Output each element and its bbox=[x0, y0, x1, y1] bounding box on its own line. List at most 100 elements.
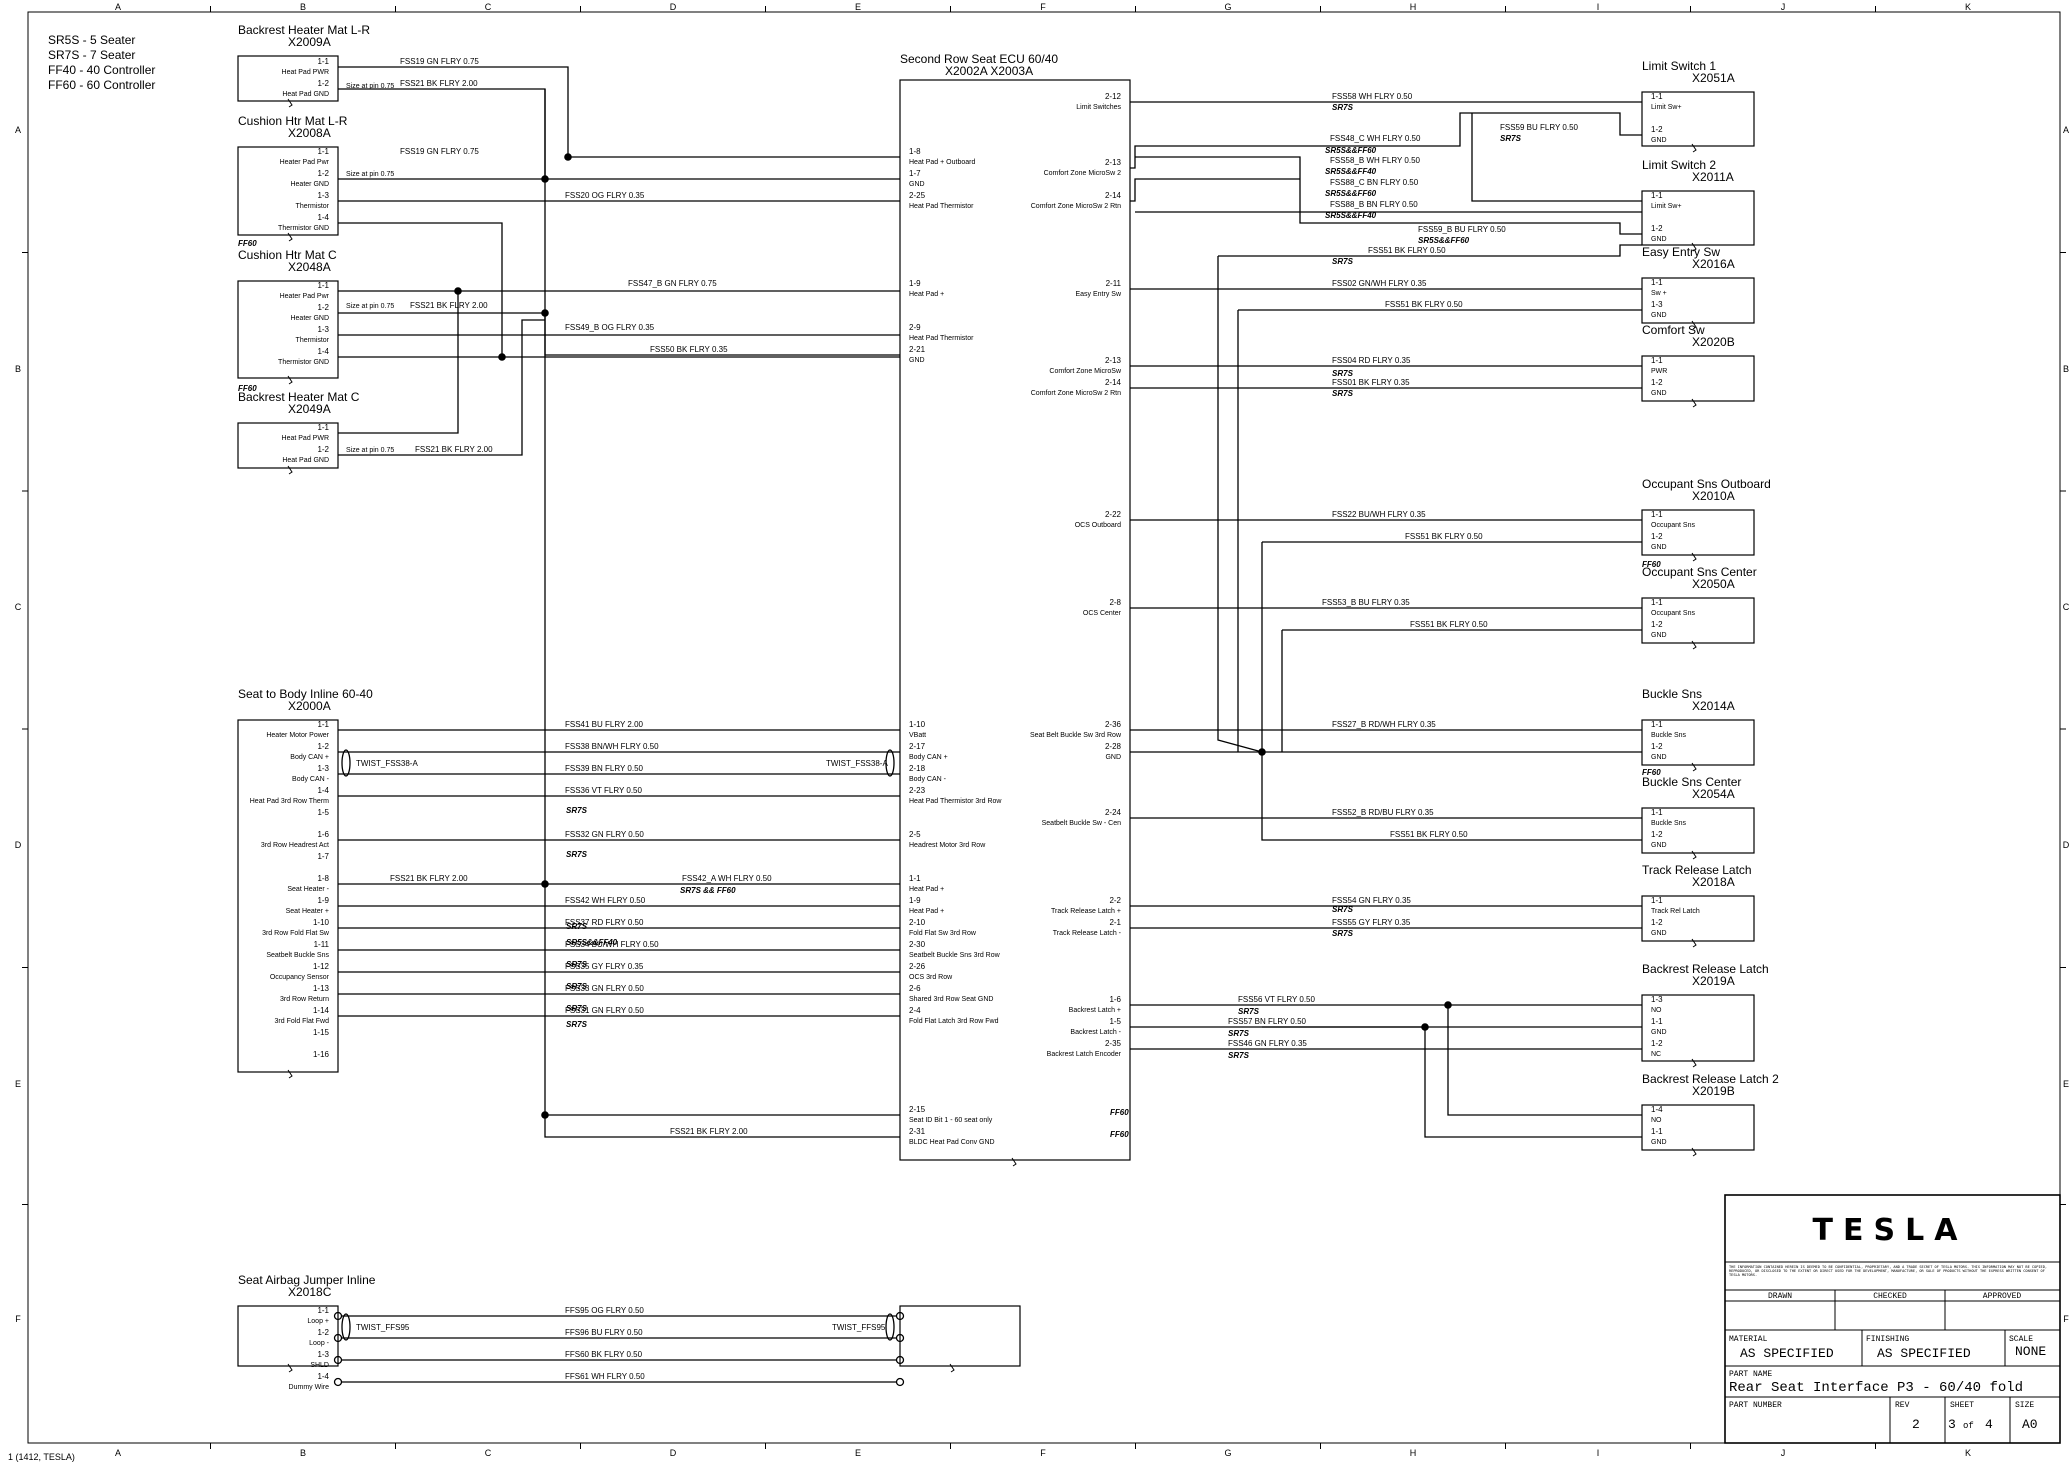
pin-label: NO bbox=[1651, 1117, 1662, 1124]
connector-title: Cushion Htr Mat C bbox=[238, 248, 337, 262]
variant-note: SR7S bbox=[1332, 257, 1354, 266]
ecu-pin-label: Heat Pad + bbox=[909, 291, 944, 298]
ecu-pin-label: OCS Outboard bbox=[1075, 522, 1121, 529]
grid-col-label: G bbox=[1224, 2, 1231, 12]
ecu-pin-number: 1-7 bbox=[909, 169, 921, 178]
pin-number: 1-1 bbox=[317, 281, 329, 290]
pin-number: 1-2 bbox=[317, 445, 329, 454]
pin-number: 1-1 bbox=[1651, 1017, 1663, 1026]
ecu-pin-number: 1-1 bbox=[909, 874, 921, 883]
pin-number: 1-5 bbox=[317, 808, 329, 817]
variant-note: SR5S&&FF60 bbox=[1325, 146, 1377, 155]
pin-label: SHLD bbox=[310, 1362, 329, 1369]
grid-row-label: A bbox=[2063, 125, 2069, 135]
pin-number: 1-12 bbox=[313, 962, 330, 971]
grid-col-label: J bbox=[1781, 2, 1786, 12]
legend-line: SR5S - 5 Seater bbox=[48, 33, 135, 47]
ecu-pin-label: Headrest Motor 3rd Row bbox=[909, 842, 986, 849]
ecu-pin-number: 1-9 bbox=[909, 279, 921, 288]
wire-spec: FSS42_A WH FLRY 0.50 bbox=[682, 874, 772, 883]
twist-mark bbox=[341, 749, 351, 777]
ecu-pin-number: 2-28 bbox=[1105, 742, 1122, 751]
ecu-pin-label: GND bbox=[909, 181, 925, 188]
wire-spec: FSS02 GN/WH FLRY 0.35 bbox=[1332, 279, 1427, 288]
connector-body bbox=[1641, 277, 1755, 324]
pin-number: 1-1 bbox=[1651, 896, 1663, 905]
ecu-pin-label: Comfort Zone MicroSw 2 bbox=[1044, 170, 1122, 177]
connector-mark bbox=[1691, 143, 1697, 153]
ecu-pin-label: Fold Flat Sw 3rd Row bbox=[909, 930, 977, 937]
grid-row-label: C bbox=[2063, 602, 2070, 612]
connector-code: X2018C bbox=[288, 1285, 332, 1299]
grid-row-label: D bbox=[15, 840, 22, 850]
connector-mark bbox=[287, 375, 293, 385]
variant-note: SR7S && FF60 bbox=[680, 886, 736, 895]
connector-title: Occupant Sns Outboard bbox=[1642, 477, 1771, 491]
connector-body bbox=[1641, 597, 1755, 644]
pin-number: 1-7 bbox=[317, 852, 329, 861]
connector-mark bbox=[287, 98, 293, 108]
pin-number: 1-1 bbox=[1651, 356, 1663, 365]
connector-title: Backrest Heater Mat L-R bbox=[238, 23, 370, 37]
pin-label: Limit Sw+ bbox=[1651, 104, 1682, 111]
wire-spec: FSS21 BK FLRY 2.00 bbox=[670, 1127, 748, 1136]
wire bbox=[1218, 244, 1642, 257]
connector-mark bbox=[1691, 640, 1697, 650]
connector-body bbox=[1641, 719, 1755, 766]
connector-code: X2011A bbox=[1692, 170, 1734, 184]
ecu-pin-label: Track Release Latch + bbox=[1051, 908, 1121, 915]
wire bbox=[1130, 178, 1300, 202]
wire-spec: FSS56 VT FLRY 0.50 bbox=[1238, 995, 1315, 1004]
wire bbox=[1135, 156, 1642, 235]
footer-stamp: 1 (1412, TESLA) bbox=[8, 1452, 75, 1462]
ecu-pin-number: 2-6 bbox=[909, 984, 921, 993]
pin-number: 1-16 bbox=[313, 1050, 330, 1059]
pin-label: Heat Pad 3rd Row Therm bbox=[250, 798, 329, 805]
wire-spec: FSS19 GN FLRY 0.75 bbox=[400, 57, 479, 66]
variant-note: SR5S&&FF40 bbox=[1325, 167, 1377, 176]
splice-dot bbox=[498, 353, 506, 361]
grid-col-label: I bbox=[1597, 1448, 1600, 1458]
wire-spec: FSS51 BK FLRY 0.50 bbox=[1390, 830, 1468, 839]
finishing-label: FINISHING bbox=[1866, 1335, 1909, 1344]
ecu-pin-label: Body CAN + bbox=[909, 754, 948, 761]
ecu-pin-label: BLDC Heat Pad Conv GND bbox=[909, 1139, 995, 1146]
ecu-title: Second Row Seat ECU 60/40 bbox=[900, 52, 1058, 66]
pin-number: 1-3 bbox=[317, 191, 329, 200]
variant-note: SR7S bbox=[1332, 103, 1354, 112]
size-note: Size at pin 0.75 bbox=[346, 303, 394, 310]
ecu-pin-label: Backrest Latch Encoder bbox=[1047, 1051, 1122, 1058]
wire-spec: FSS55 GY FLRY 0.35 bbox=[1332, 918, 1411, 927]
wire bbox=[1261, 752, 1642, 841]
connector-mark bbox=[1691, 1058, 1697, 1068]
pin-label: Thermistor GND bbox=[278, 225, 329, 232]
grid-col-label: K bbox=[1965, 2, 1971, 12]
ecu-pin-label: Seatbelt Buckle Sw - Cen bbox=[1042, 820, 1121, 827]
wire-spec: FSS88_C BN FLRY 0.50 bbox=[1330, 178, 1419, 187]
splice-dot bbox=[564, 153, 572, 161]
pin-label: GND bbox=[1651, 754, 1667, 761]
grid-col-label: A bbox=[115, 2, 121, 12]
pin-label: GND bbox=[1651, 312, 1667, 319]
ecu-mark bbox=[1011, 1157, 1017, 1167]
connector-code: X2048A bbox=[288, 260, 331, 274]
wire-spec: FSS58 WH FLRY 0.50 bbox=[1332, 92, 1413, 101]
pin-label: Occupant Sns bbox=[1651, 610, 1695, 617]
ecu-pin-label: Heat Pad + bbox=[909, 886, 944, 893]
size-label: SIZE bbox=[2015, 1401, 2034, 1410]
variant-note: SR7S bbox=[1332, 929, 1354, 938]
wire bbox=[1130, 112, 1642, 169]
pin-label: 3rd Row Return bbox=[280, 996, 329, 1003]
grid-col-label: D bbox=[670, 2, 677, 12]
pin-ring bbox=[895, 1377, 905, 1387]
pin-number: 1-8 bbox=[317, 874, 329, 883]
connector-body bbox=[237, 719, 339, 1073]
pin-number: 1-1 bbox=[317, 423, 329, 432]
ecu-pin-label: OCS Center bbox=[1083, 610, 1122, 617]
ecu-pin-label: OCS 3rd Row bbox=[909, 974, 953, 981]
